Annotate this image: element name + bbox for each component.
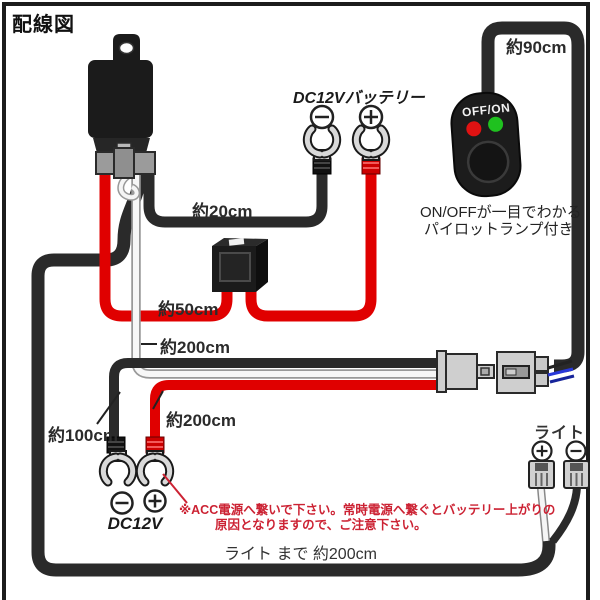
male-connector [436, 350, 495, 393]
wire-length-20cm: 約20cm [192, 202, 253, 221]
wire-length-200cm-acc: 約200cm [166, 411, 236, 430]
wire-length-200cm-signal: 約200cm [160, 338, 230, 357]
fuse-holder-slot [228, 238, 245, 246]
battery-plus-icon [358, 104, 384, 130]
switch-caption-line2: パイロットランプ付き [424, 221, 574, 238]
switch-cable [481, 21, 585, 373]
female-connector [496, 351, 549, 394]
battery-minus-icon [309, 104, 335, 130]
relay [88, 34, 156, 179]
fuse-holder-side [256, 239, 268, 292]
ground-wire-20cm [143, 170, 328, 228]
acc-wire-200cm [150, 380, 441, 444]
battery-label: DC12Vバッテリー [293, 90, 425, 107]
light-minus-spade-terminal [563, 460, 590, 489]
acc-minus-icon [110, 491, 134, 515]
acc-minus-terminal [98, 436, 138, 487]
diagram-frame [2, 2, 590, 600]
battery-plus-terminal [351, 124, 391, 175]
light-plus-icon [531, 440, 553, 462]
battery-minus-terminal [302, 124, 342, 175]
relay-tab-hole [118, 41, 135, 55]
switch-caption-line1: ON/OFFが一目でわかる [420, 204, 582, 221]
wire-length-90cm: 約90cm [506, 38, 567, 57]
callout-lines [96, 343, 188, 504]
light-pigtail-wires [537, 486, 581, 544]
ground-wire-100cm [109, 358, 441, 444]
led-red-icon [466, 121, 482, 137]
power-wire-50cm [99, 170, 233, 322]
page-title: 配線図 [12, 14, 75, 36]
relay-base-tab [113, 147, 135, 179]
output-cable [31, 165, 556, 577]
acc-power-label: DC12V [107, 514, 163, 533]
warning-line2: 原因となりますので、ご注意下さい。 [215, 518, 427, 532]
fuse-holder [212, 238, 268, 292]
connector-pigtail-wires [547, 359, 575, 384]
light-plus-spade-terminal [528, 460, 555, 489]
warning-line1: ※ACC電源へ繋いで下さい。常時電源へ繋ぐとバッテリー上がりの [179, 503, 556, 517]
wire-length-100cm: 約100cm [48, 426, 118, 445]
fuse-holder-lid [219, 252, 251, 282]
light-label: ライト [534, 425, 586, 442]
switch-button [466, 140, 510, 184]
onoff-switch [450, 91, 522, 198]
power-wire-fuse-to-battery [245, 172, 377, 322]
light-distance-label: ライト まで 約200cm [224, 546, 377, 563]
relay-body [88, 60, 153, 138]
acc-plus-icon [143, 489, 167, 513]
light-minus-icon [565, 440, 587, 462]
led-green-icon [488, 116, 504, 132]
wire-length-50cm: 約50cm [158, 300, 219, 319]
